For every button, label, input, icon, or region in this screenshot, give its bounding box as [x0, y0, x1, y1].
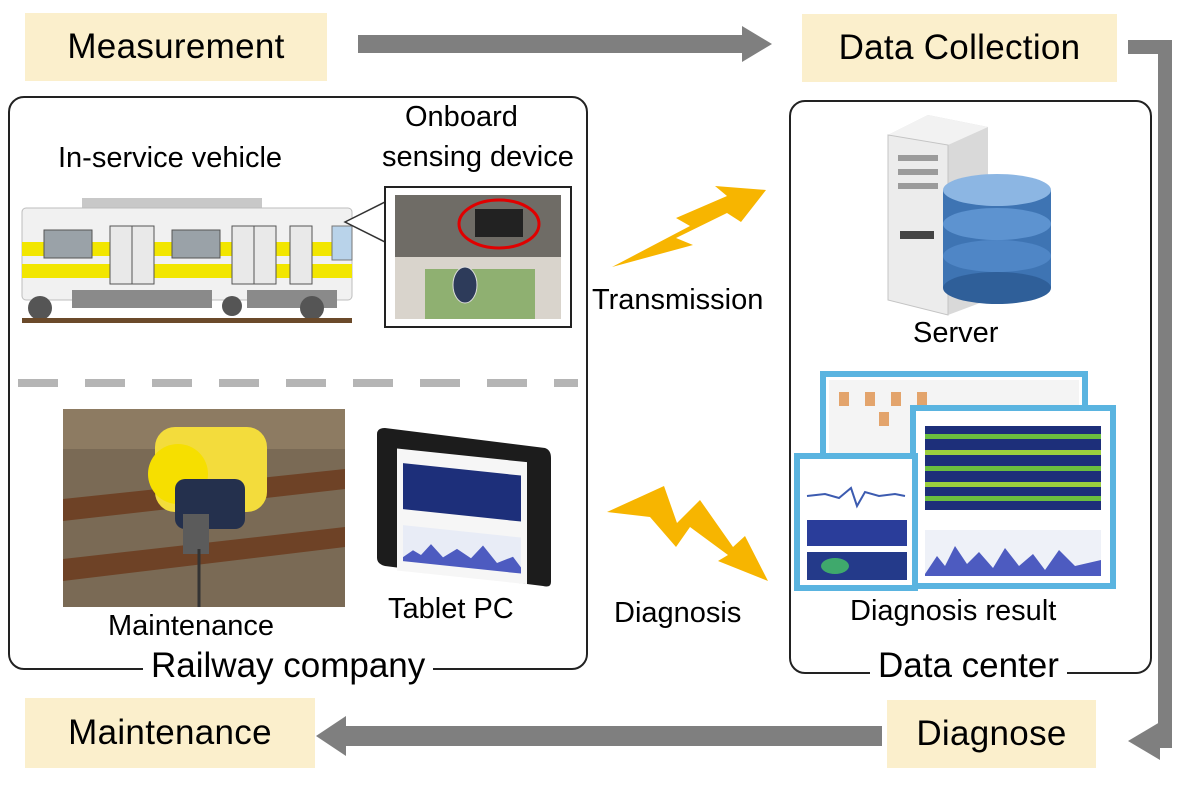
- arrow-collection-to-diagnose: [1128, 40, 1172, 760]
- onboard-label-line2: sensing device: [382, 141, 574, 173]
- onboard-label-line1: Onboard: [405, 101, 518, 133]
- arrow-measurement-to-collection: [358, 26, 772, 62]
- tablet-illustration: [377, 428, 551, 587]
- phase-data-collection-label: Data Collection: [838, 28, 1081, 67]
- phase-diagnose: Diagnose: [887, 700, 1096, 768]
- diagnosis-result-label: Diagnosis result: [850, 595, 1057, 627]
- diagnosis-result-screens: [794, 371, 1116, 591]
- lightning-diagnosis-icon: [607, 486, 768, 581]
- phase-diagnose-label: Diagnose: [916, 714, 1067, 753]
- in-service-vehicle-label: In-service vehicle: [58, 142, 283, 174]
- arrow-diagnose-to-maintenance: [316, 716, 882, 756]
- section-separator: [18, 379, 578, 387]
- diagnosis-label: Diagnosis: [614, 597, 742, 629]
- transmission-label: Transmission: [592, 284, 764, 316]
- onboard-device-photo: [343, 186, 572, 328]
- tablet-pc-label: Tablet PC: [388, 593, 514, 625]
- railway-company-title: Railway company: [143, 648, 434, 683]
- phase-measurement-label: Measurement: [67, 27, 285, 66]
- phase-maintenance: Maintenance: [25, 698, 315, 768]
- phase-maintenance-label: Maintenance: [68, 713, 272, 752]
- phase-measurement: Measurement: [25, 13, 327, 81]
- maintenance-label: Maintenance: [108, 610, 275, 642]
- maintenance-photo: [63, 409, 345, 607]
- server-label: Server: [913, 317, 999, 349]
- lightning-transmission-icon: [612, 186, 766, 267]
- train-illustration: [21, 198, 353, 323]
- data-center-title: Data center: [870, 648, 1067, 683]
- server-database-icon: [887, 115, 1051, 316]
- phase-data-collection: Data Collection: [802, 14, 1117, 82]
